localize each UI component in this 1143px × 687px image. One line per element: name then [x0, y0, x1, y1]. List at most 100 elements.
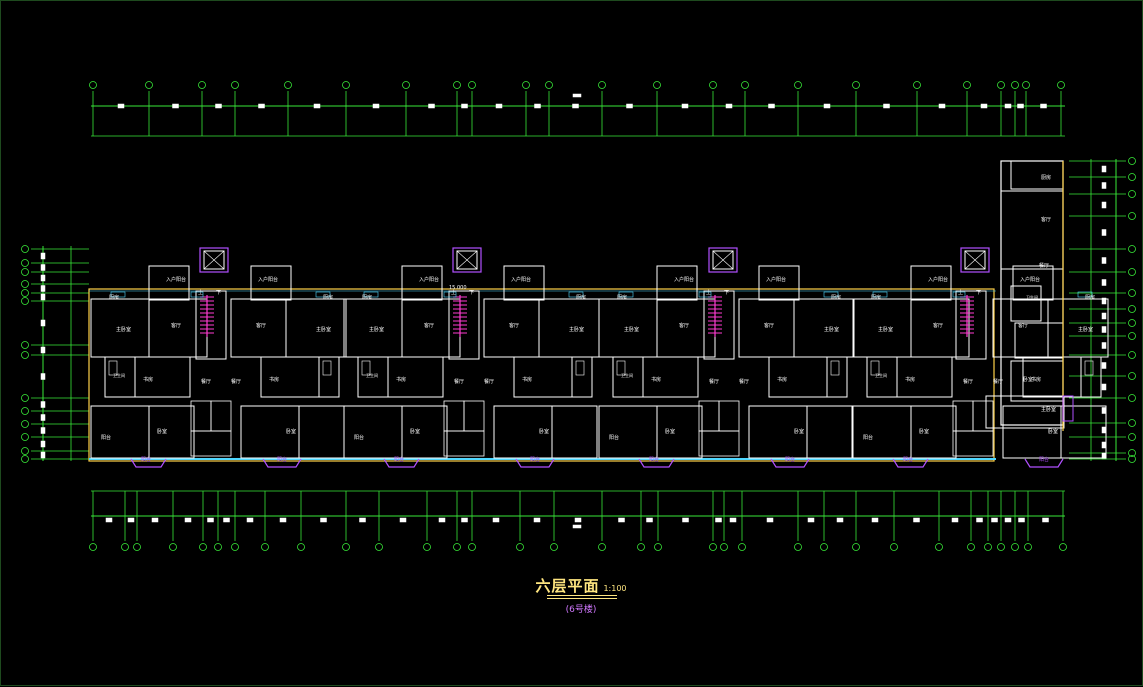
room-label-study: 书房: [269, 376, 279, 383]
building-outline: [88, 288, 995, 462]
dimension-text-mark: [207, 517, 214, 523]
right-axis-bubble: [1128, 190, 1136, 198]
dimension-text-mark: [1101, 182, 1107, 189]
top-axis-bubble: [963, 81, 971, 89]
bath-fixture: [1084, 360, 1094, 376]
stair-up-label: 上: [706, 289, 711, 296]
bottom-axis-bubble: [1024, 543, 1032, 551]
dimension-text-mark: [172, 103, 179, 109]
unit-room: [952, 430, 994, 457]
unit-room: [826, 356, 848, 398]
dimension-text-mark: [461, 517, 468, 523]
east-bay-window: [1062, 395, 1074, 422]
right-axis-bubble: [1128, 332, 1136, 340]
dimension-text-mark: [1040, 103, 1047, 109]
title-underline-2: [547, 598, 617, 599]
dimension-text-mark: [1042, 517, 1049, 523]
window-mark: [315, 291, 331, 298]
room-label-dining: 餐厅: [201, 378, 211, 385]
stair-down-label: 下: [469, 290, 474, 296]
entry-balcony: [148, 265, 190, 301]
right-axis-bubble: [1128, 449, 1136, 457]
room-label-living: 客厅: [1041, 216, 1051, 223]
dimension-text-mark: [40, 373, 46, 380]
unit-room: [463, 400, 485, 432]
elevator-car: [964, 250, 986, 270]
room-label-kitchen: 厨房: [1041, 174, 1051, 181]
dimension-total-mark: [572, 524, 582, 529]
bottom-axis-bubble: [261, 543, 269, 551]
bottom-axis-bubble: [133, 543, 141, 551]
dimension-text-mark: [729, 517, 737, 523]
room-label-kitchen: 厨房: [871, 294, 881, 301]
right-axis-bubble: [1128, 245, 1136, 253]
unit-room: [318, 356, 340, 398]
dimension-text-mark: [572, 103, 579, 109]
unit-room: [387, 356, 444, 398]
room-label-bedroom: 卧室: [665, 428, 675, 435]
dimension-text-mark: [807, 517, 815, 523]
room-label-entry-balcony: 入户阳台: [766, 276, 786, 283]
room-label-bedroom: 卧室: [157, 428, 167, 435]
bottom-axis-bubble: [890, 543, 898, 551]
window-mark: [1077, 291, 1093, 298]
left-axis-bubble: [21, 420, 29, 428]
dimension-text-mark: [461, 103, 468, 109]
dimension-text-mark: [105, 517, 113, 523]
dimension-text-mark: [883, 103, 890, 109]
dimension-total-mark: [572, 93, 582, 98]
dimension-text-mark: [40, 319, 46, 327]
unit-room: [148, 405, 195, 459]
room-label-bath: 卫生间: [366, 372, 378, 378]
dimension-text-mark: [951, 517, 959, 523]
bay-window: [383, 458, 420, 468]
room-label-living: 客厅: [679, 322, 689, 329]
dimension-text-mark: [184, 517, 192, 523]
unit-room: [90, 405, 150, 459]
window-mark: [952, 291, 966, 298]
dimension-text-mark: [1101, 441, 1107, 449]
window-mark: [823, 291, 839, 298]
dimension-text-mark: [626, 103, 633, 109]
left-axis-bubble: [21, 341, 29, 349]
dimension-text-mark: [117, 103, 125, 109]
bath-fixture: [830, 360, 840, 376]
right-axis-bubble: [1128, 212, 1136, 220]
bottom-axis-bubble: [453, 543, 461, 551]
room-label-balcony: 阳台: [530, 456, 540, 463]
room-label-master-bedroom: 主卧室: [369, 326, 384, 333]
dimension-text-mark: [823, 103, 831, 109]
window-mark: [190, 291, 204, 298]
room-label-study: 书房: [777, 376, 787, 383]
bottom-axis-bubble: [121, 543, 129, 551]
window-mark: [363, 291, 379, 298]
entry-balcony: [910, 265, 952, 301]
bottom-axis-bubble: [1011, 543, 1019, 551]
room-label-balcony: 阳台: [141, 456, 151, 463]
top-axis-bubble: [1057, 81, 1065, 89]
bottom-axis-bubble: [468, 543, 476, 551]
left-axis-bubble: [21, 245, 29, 253]
room-label-entry-balcony: 入户阳台: [166, 276, 186, 283]
bottom-axis-bubble: [720, 543, 728, 551]
stair-down-label: 下: [724, 290, 729, 296]
window-mark: [872, 291, 888, 298]
dimension-text-mark: [1018, 517, 1025, 523]
elevator-cross: [456, 250, 478, 270]
dimension-text-mark: [40, 252, 46, 260]
bottom-axis-bubble: [852, 543, 860, 551]
top-axis-bubble: [89, 81, 97, 89]
room-label-study: 书房: [522, 376, 532, 383]
left-axis-bubble: [21, 407, 29, 415]
entry-balcony: [656, 265, 698, 301]
top-axis-bubble: [653, 81, 661, 89]
unit-room: [210, 400, 232, 432]
bottom-axis-bubble: [709, 543, 717, 551]
room-label-master-bedroom: 主卧室: [878, 326, 893, 333]
dimension-text-mark: [1101, 326, 1107, 333]
dimension-text-mark: [646, 517, 653, 523]
bay-window: [262, 458, 302, 468]
stair-up-label: 上: [958, 289, 963, 296]
